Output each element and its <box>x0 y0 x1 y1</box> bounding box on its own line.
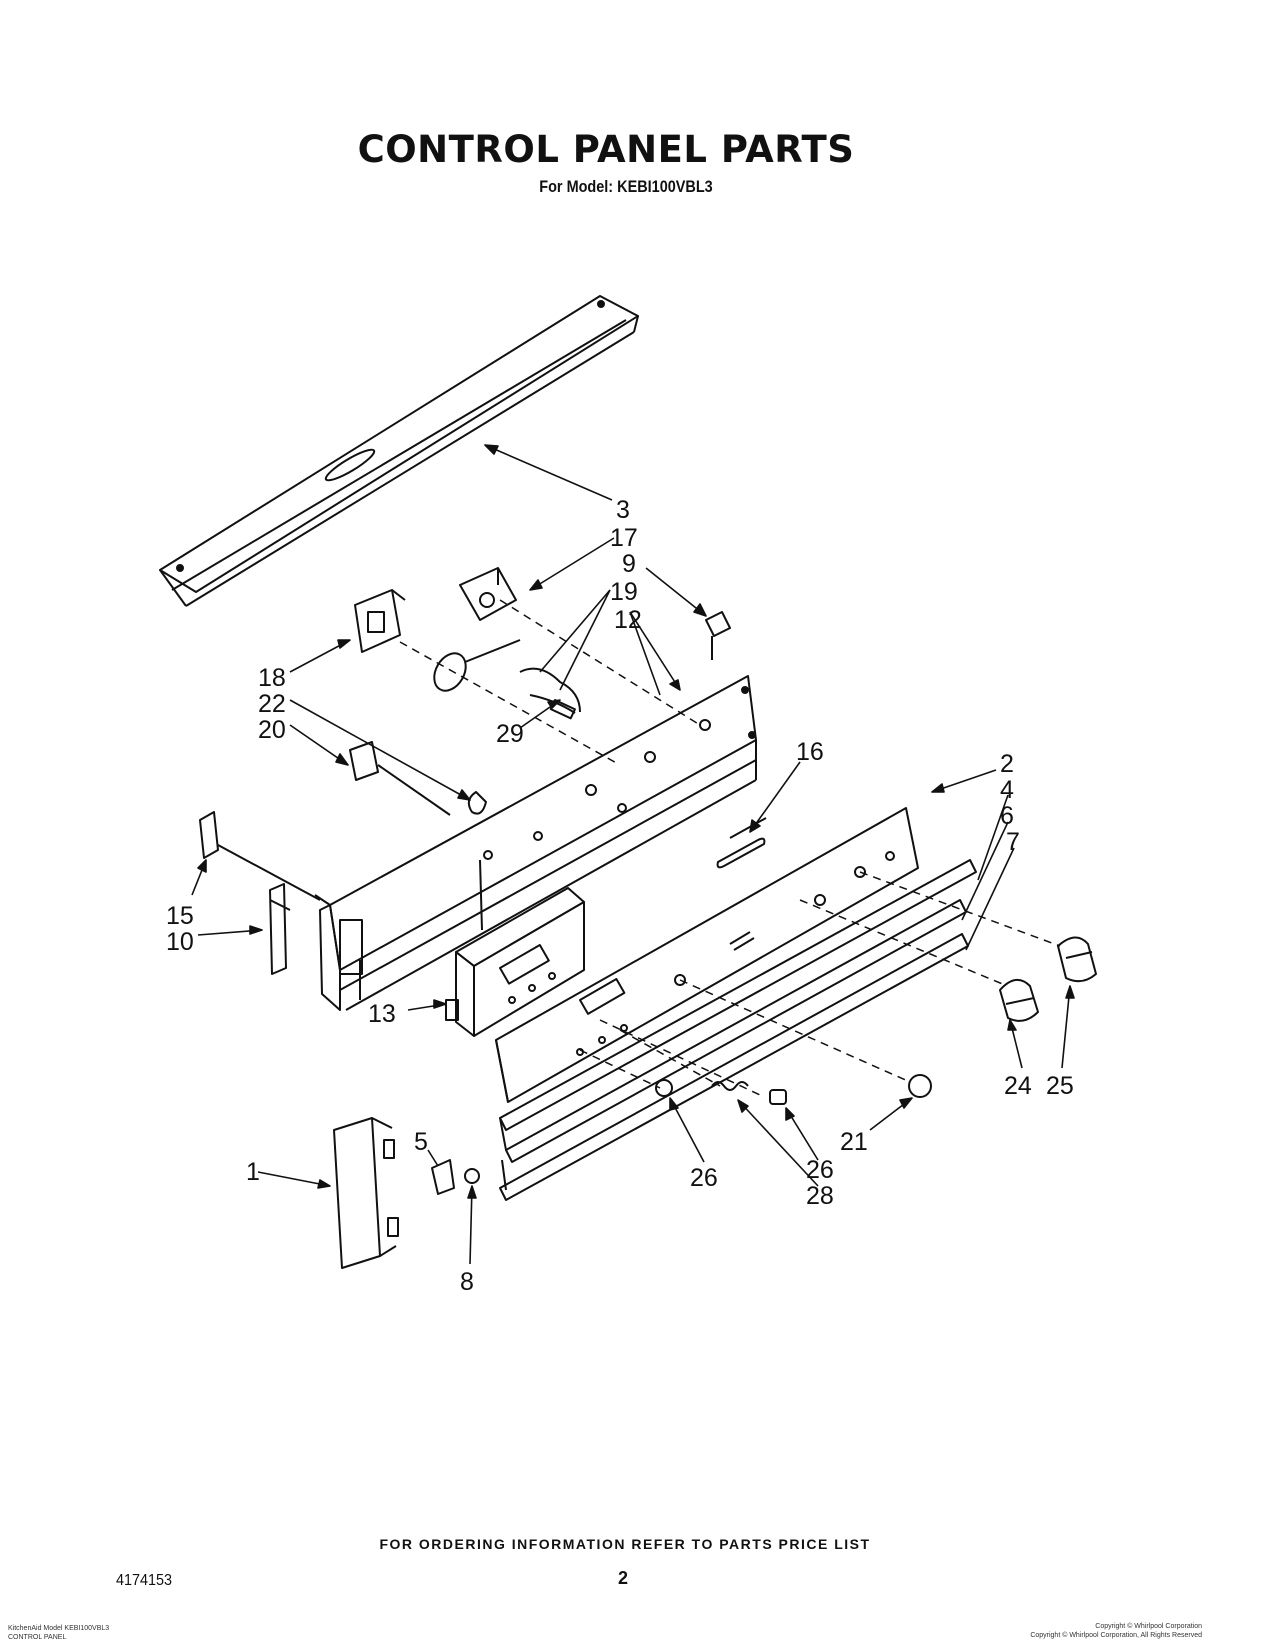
page-number: 2 <box>617 1568 628 1588</box>
part-24-knob <box>999 979 1039 1022</box>
part-26-grommet-right <box>769 1089 787 1105</box>
footer-model-line: KitchenAid Model KEBI100VBL3 <box>8 1625 110 1632</box>
callout-labels: 3 17 9 19 12 18 22 20 29 16 2 4 6 7 15 1… <box>166 496 1074 1296</box>
model-subtitle: For Model: KEBI100VBL3 <box>539 177 713 196</box>
callout-26-right: 26 <box>806 1156 834 1184</box>
callout-2: 2 <box>1000 750 1014 778</box>
part-3-top-trim <box>159 295 639 607</box>
leader-lines <box>191 444 1075 1265</box>
ordering-info-note: FOR ORDERING INFORMATION REFER TO PARTS … <box>379 1536 871 1552</box>
callout-20: 20 <box>258 716 286 744</box>
callout-22: 22 <box>258 690 286 718</box>
footer-section-line: CONTROL PANEL <box>8 1634 67 1641</box>
callout-16: 16 <box>796 738 824 766</box>
callout-19: 19 <box>610 578 638 606</box>
page-title: CONTROL PANEL PARTS <box>357 128 855 171</box>
assembly-lines <box>399 599 1061 1096</box>
part-16-clip <box>716 817 767 869</box>
callout-13: 13 <box>368 1000 396 1028</box>
callout-10: 10 <box>166 928 194 956</box>
part-28-spring <box>711 1081 749 1091</box>
part-5-knob <box>431 1159 455 1195</box>
copyright-line-1: Copyright © Whirlpool Corporation <box>1095 1623 1202 1630</box>
callout-5: 5 <box>414 1128 428 1156</box>
part-9-clip <box>705 611 731 660</box>
callout-9: 9 <box>622 550 636 578</box>
callout-21: 21 <box>840 1128 868 1156</box>
callout-24: 24 <box>1004 1072 1032 1100</box>
callout-8: 8 <box>460 1268 474 1296</box>
part-20-switch <box>349 741 451 816</box>
footer-copyright: Copyright © Whirlpool Corporation Copyri… <box>1030 1622 1202 1640</box>
part-2-front-panel <box>495 807 919 1103</box>
part-21-nut <box>908 1074 932 1098</box>
copyright-line-2: Copyright © Whirlpool Corporation, All R… <box>1030 1632 1202 1639</box>
part-13-control-module <box>445 887 585 1037</box>
callout-29: 29 <box>496 720 524 748</box>
part-22-clip <box>467 791 487 815</box>
footer-model-info: KitchenAid Model KEBI100VBL3 CONTROL PAN… <box>8 1624 109 1642</box>
part-12-backplate <box>314 675 757 1011</box>
callout-28: 28 <box>806 1182 834 1210</box>
part-15-bracket <box>199 811 321 901</box>
callout-3: 3 <box>616 496 630 524</box>
part-8-spring <box>464 1168 480 1184</box>
part-18-switch <box>354 589 406 653</box>
callout-6: 6 <box>1000 802 1014 830</box>
part-17-bracket <box>459 567 517 621</box>
callout-25: 25 <box>1046 1072 1074 1100</box>
part-26-grommet-left <box>655 1079 673 1097</box>
callout-4: 4 <box>1000 776 1014 804</box>
callout-1: 1 <box>246 1158 260 1186</box>
callout-26-left: 26 <box>690 1164 718 1192</box>
callout-12: 12 <box>614 606 642 634</box>
callout-17: 17 <box>610 524 638 552</box>
document-number: 4174153 <box>116 1572 173 1589</box>
part-25-knob <box>1057 936 1097 983</box>
callout-18: 18 <box>258 664 286 692</box>
part-1-end-cap <box>333 1117 399 1269</box>
part-10-bracket <box>269 883 291 975</box>
callout-7: 7 <box>1006 828 1020 856</box>
callout-15: 15 <box>166 902 194 930</box>
